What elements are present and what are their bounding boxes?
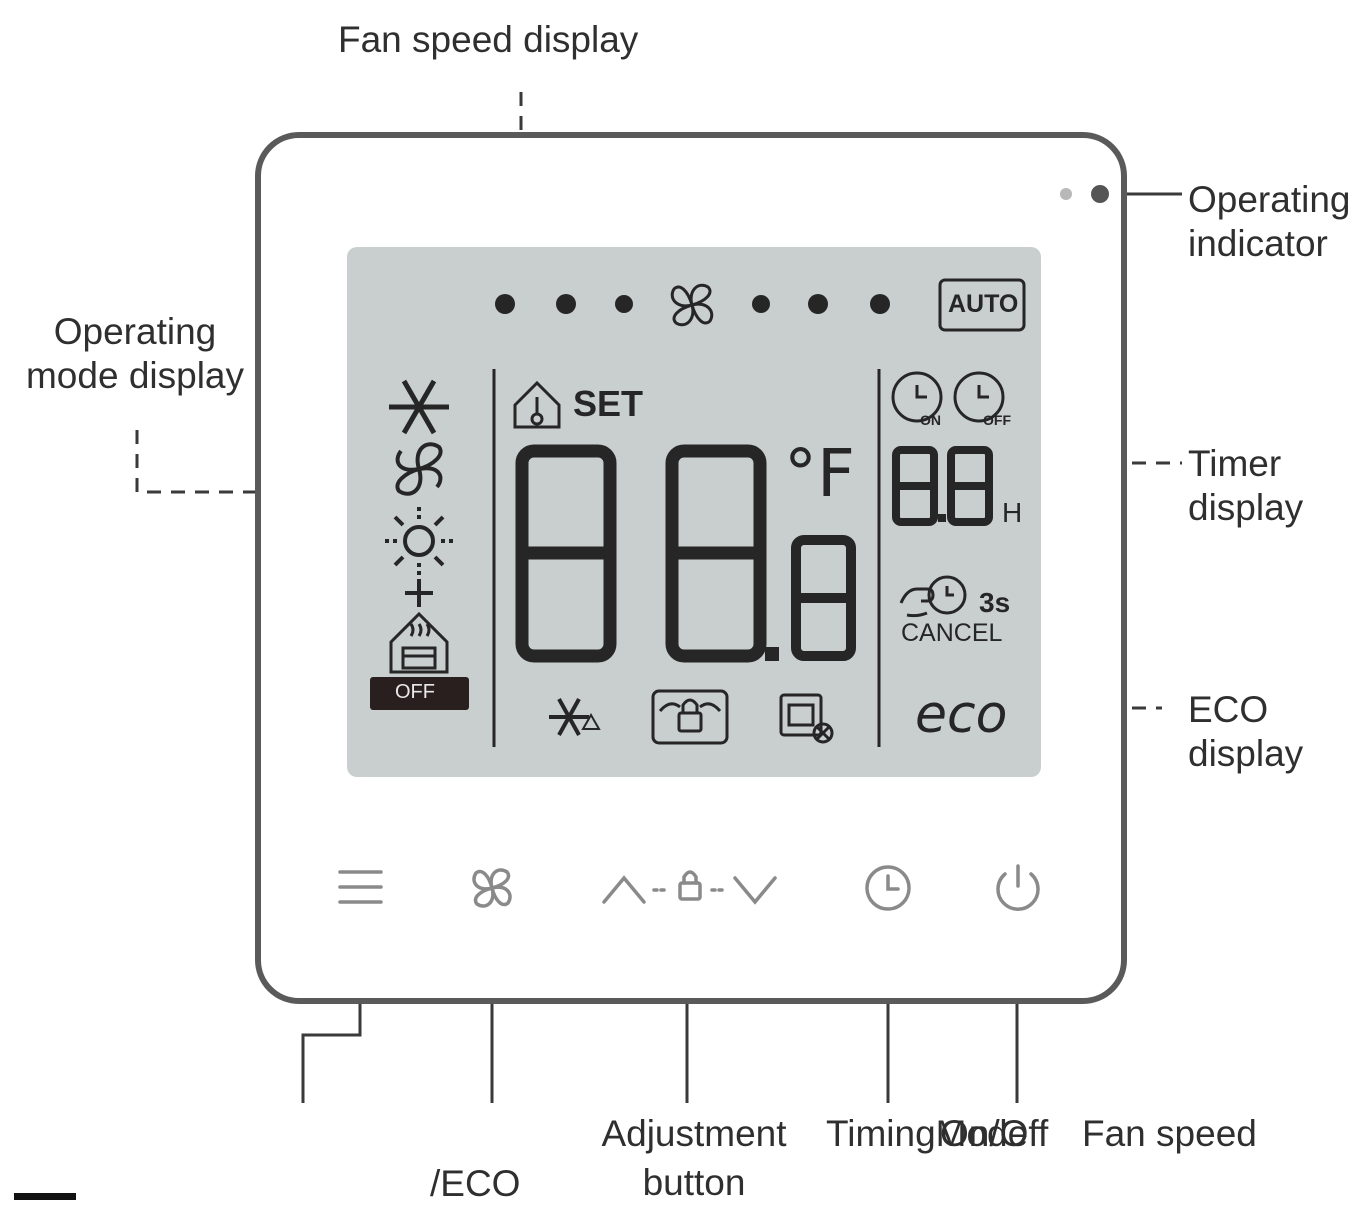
clock-icon[interactable]	[865, 865, 911, 911]
eco-display-label: ECO display	[1188, 688, 1303, 776]
fan-speed-icon	[670, 283, 714, 327]
operating-mode-display-label: Operating mode display	[20, 310, 250, 398]
eco-display-line2: display	[1188, 733, 1304, 774]
adjustment-line2: button	[642, 1162, 746, 1203]
timer-decimal	[938, 514, 946, 522]
timer-off-icon	[953, 371, 1005, 423]
child-lock-icon	[651, 689, 729, 745]
set-house-icon	[513, 380, 561, 429]
operating-indicator-label: Operating indicator	[1188, 178, 1351, 266]
auto-box	[938, 278, 1026, 332]
plus-icon	[405, 579, 433, 607]
operating-indicator-line1: Operating	[1188, 179, 1351, 220]
timing-mode-label: TimingMode	[826, 1113, 1029, 1154]
auto-label: AUTO	[948, 290, 1019, 318]
operating-indicator-line2: indicator	[1188, 223, 1328, 264]
timer-on-label: ON	[920, 412, 941, 428]
floor-heat-icon	[389, 611, 449, 674]
lock-icon	[678, 870, 702, 901]
timer-on-icon	[891, 371, 943, 423]
menu-icon[interactable]	[338, 870, 383, 904]
fan-speed-label: Fan speed	[1082, 1113, 1257, 1154]
fan-speed-dots	[495, 294, 890, 314]
fan-mode-icon	[395, 442, 443, 496]
adjustment-button-label: Adjustment button	[594, 1112, 794, 1205]
timer-unit: H	[1002, 497, 1023, 528]
heat-mode-icon	[385, 507, 453, 575]
down-icon[interactable]	[733, 876, 777, 905]
power-icon[interactable]	[996, 864, 1040, 911]
off-badge: OFF	[395, 681, 435, 703]
fan-icon[interactable]	[472, 868, 512, 908]
cool-mode-icon	[389, 379, 449, 435]
sensor-error-icon	[779, 693, 834, 744]
lcd-screen: AUTO SET °F ON OFF H 3s CANCEL OFF eco	[347, 247, 1041, 777]
on-off-label: On/Off	[940, 1113, 1049, 1154]
timer-display-line1: Timer	[1188, 443, 1282, 484]
operating-mode-line1: Operating	[53, 311, 217, 352]
hold-cancel-icon	[899, 575, 967, 618]
off-badge-bg	[370, 677, 469, 710]
decimal-point	[765, 647, 779, 661]
timer-display-line2: display	[1188, 487, 1304, 528]
eco-sub-label: /ECO	[430, 1163, 521, 1204]
timer-display-label: Timer display	[1188, 442, 1303, 530]
hold-time-label: 3s	[979, 587, 1011, 618]
temperature-digits	[515, 444, 856, 663]
eco-display-line1: ECO	[1188, 689, 1269, 730]
timer-off-label: OFF	[983, 412, 1011, 428]
corner-mark	[14, 1193, 76, 1200]
eco-label: eco	[915, 685, 1008, 745]
frost-alarm-icon	[549, 698, 601, 736]
up-icon[interactable]	[602, 875, 646, 904]
temperature-unit: °F	[784, 435, 855, 512]
operating-mode-line2: mode display	[25, 355, 244, 396]
set-label: SET	[573, 383, 644, 424]
fan-speed-display-label: Fan speed display	[338, 19, 639, 60]
cancel-label: CANCEL	[901, 619, 1003, 647]
timer-digits	[892, 446, 993, 526]
adjustment-line1: Adjustment	[601, 1113, 787, 1154]
